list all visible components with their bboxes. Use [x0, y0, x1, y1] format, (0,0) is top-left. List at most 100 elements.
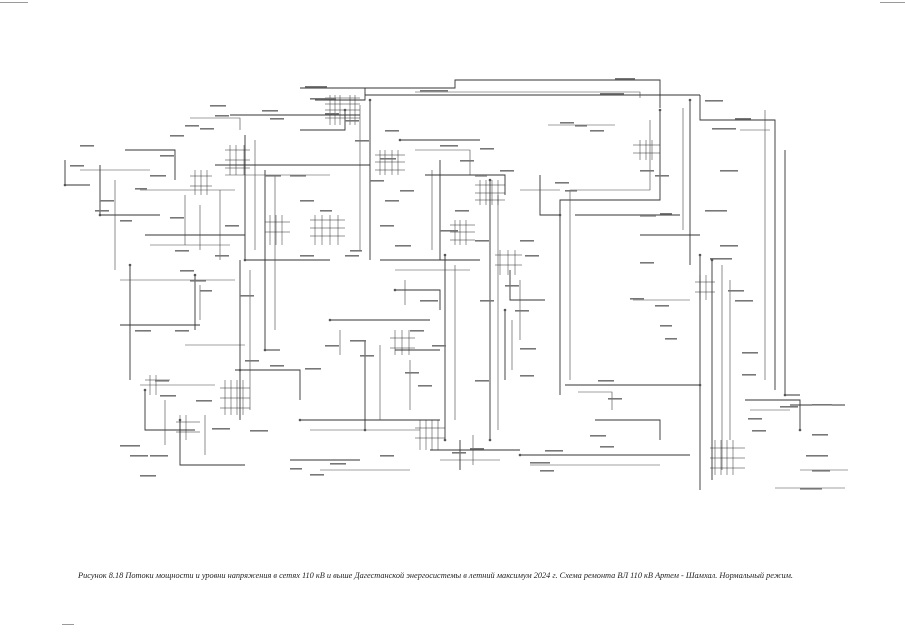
line-label-mark: [500, 170, 514, 172]
line-label-mark: [565, 190, 577, 192]
line-label-mark: [135, 330, 151, 332]
line-label-mark: [812, 470, 830, 472]
line-label-mark: [380, 225, 394, 227]
top-left-edge-mark: [0, 2, 28, 3]
line-label-mark: [250, 430, 268, 432]
line-label-mark: [160, 155, 174, 157]
bus-node: [128, 263, 132, 267]
line-label-mark: [440, 230, 458, 232]
line-label-mark: [655, 305, 669, 307]
bus-node: [193, 273, 197, 277]
bus-node: [698, 383, 702, 387]
line-label-mark: [720, 170, 738, 172]
line-label-mark: [170, 217, 184, 219]
line-label-mark: [200, 290, 212, 292]
bus-node: [143, 388, 147, 392]
bus-node: [558, 213, 562, 217]
line-label-mark: [170, 135, 184, 137]
line-label-mark: [525, 255, 539, 257]
line-label-mark: [455, 210, 469, 212]
node-markers: [63, 98, 802, 457]
line-label-mark: [735, 118, 751, 120]
line-label-mark: [355, 140, 369, 142]
line-label-mark: [720, 245, 738, 247]
bus-node: [488, 178, 492, 182]
line-label-mark: [80, 145, 94, 147]
line-label-mark: [560, 122, 574, 124]
bus-node: [98, 213, 102, 217]
line-label-mark: [460, 160, 474, 162]
line-label-mark: [150, 455, 168, 457]
line-label-mark: [135, 188, 147, 190]
line-label-mark: [480, 148, 494, 150]
bottom-left-edge-mark: [62, 624, 74, 625]
line-label-mark: [320, 210, 332, 212]
bus-node: [798, 428, 802, 432]
bus-node: [298, 418, 302, 422]
line-label-mark: [640, 170, 654, 172]
bus-node: [63, 183, 67, 187]
line-label-mark: [590, 435, 606, 437]
line-label-mark: [812, 404, 832, 406]
line-label-mark: [742, 374, 756, 376]
line-label-mark: [120, 220, 132, 222]
line-label-mark: [598, 380, 614, 382]
line-label-mark: [380, 455, 394, 457]
line-label-mark: [600, 93, 624, 95]
substation-busbars: [145, 95, 745, 475]
bus-node: [398, 138, 402, 142]
line-label-mark: [385, 200, 399, 202]
line-label-mark: [290, 175, 306, 177]
bus-node: [368, 98, 372, 102]
line-label-mark: [420, 300, 438, 302]
line-label-mark: [200, 128, 214, 130]
line-label-mark: [735, 300, 753, 302]
line-label-mark: [305, 86, 327, 88]
bus-node: [488, 438, 492, 442]
line-label-mark: [452, 452, 466, 454]
line-label-mark: [540, 470, 554, 472]
line-label-mark: [418, 385, 432, 387]
line-label-mark: [395, 245, 411, 247]
line-label-mark: [812, 434, 828, 436]
line-label-mark: [530, 462, 550, 464]
line-label-mark: [806, 455, 828, 457]
line-label-mark: [225, 225, 239, 227]
line-label-mark: [630, 298, 644, 300]
line-label-mark: [360, 355, 374, 357]
line-label-mark: [432, 345, 446, 347]
line-label-mark: [345, 255, 359, 257]
line-label-mark: [780, 406, 798, 408]
line-label-mark: [175, 250, 189, 252]
line-label-mark: [615, 78, 635, 80]
bus-node: [243, 258, 247, 262]
line-label-mark: [410, 330, 424, 332]
line-label-mark: [400, 190, 414, 192]
line-label-mark: [742, 352, 758, 354]
line-label-mark: [325, 345, 339, 347]
line-label-mark: [240, 295, 254, 297]
line-label-mark: [180, 270, 194, 272]
line-label-mark: [196, 400, 212, 402]
line-label-mark: [600, 446, 614, 448]
line-label-mark: [480, 300, 494, 302]
top-right-edge-mark: [880, 2, 905, 3]
line-label-mark: [190, 280, 206, 282]
line-label-mark: [575, 125, 587, 127]
line-label-mark: [310, 474, 324, 476]
line-label-mark: [212, 428, 230, 430]
line-label-mark: [590, 130, 604, 132]
line-label-mark: [325, 113, 339, 115]
line-label-mark: [370, 180, 384, 182]
line-label-mark: [350, 250, 362, 252]
line-label-mark: [545, 450, 563, 452]
line-label-mark: [290, 468, 302, 470]
bus-node: [263, 348, 267, 352]
line-label-mark: [475, 240, 489, 242]
line-label-mark: [475, 380, 489, 382]
bus-node: [443, 253, 447, 257]
line-label-mark: [705, 210, 727, 212]
line-label-mark: [130, 455, 148, 457]
